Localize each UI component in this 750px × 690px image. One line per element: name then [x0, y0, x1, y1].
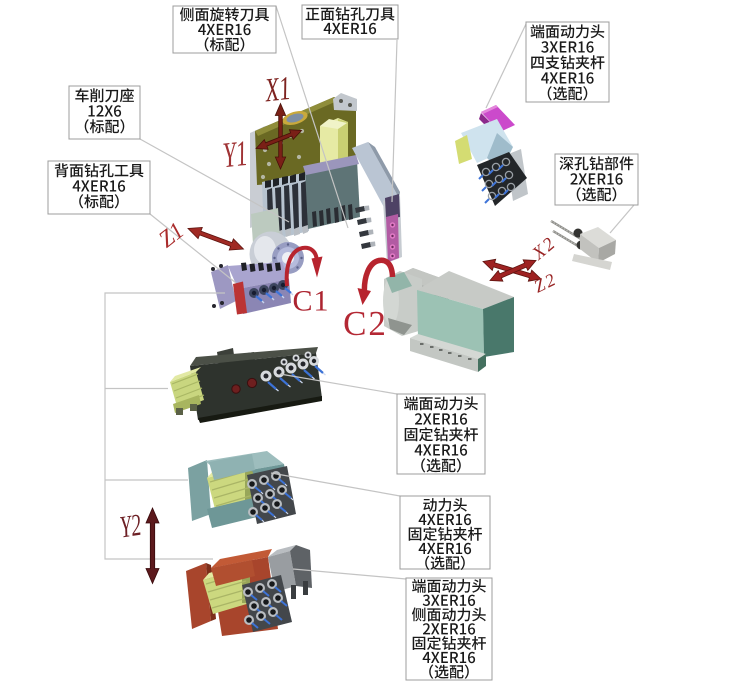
svg-text:Y2: Y2 [118, 507, 144, 544]
svg-text:X1: X1 [263, 70, 293, 110]
svg-text:Y1: Y1 [221, 133, 249, 176]
svg-text:C1: C1 [292, 285, 329, 318]
svg-text:C2: C2 [343, 304, 388, 343]
